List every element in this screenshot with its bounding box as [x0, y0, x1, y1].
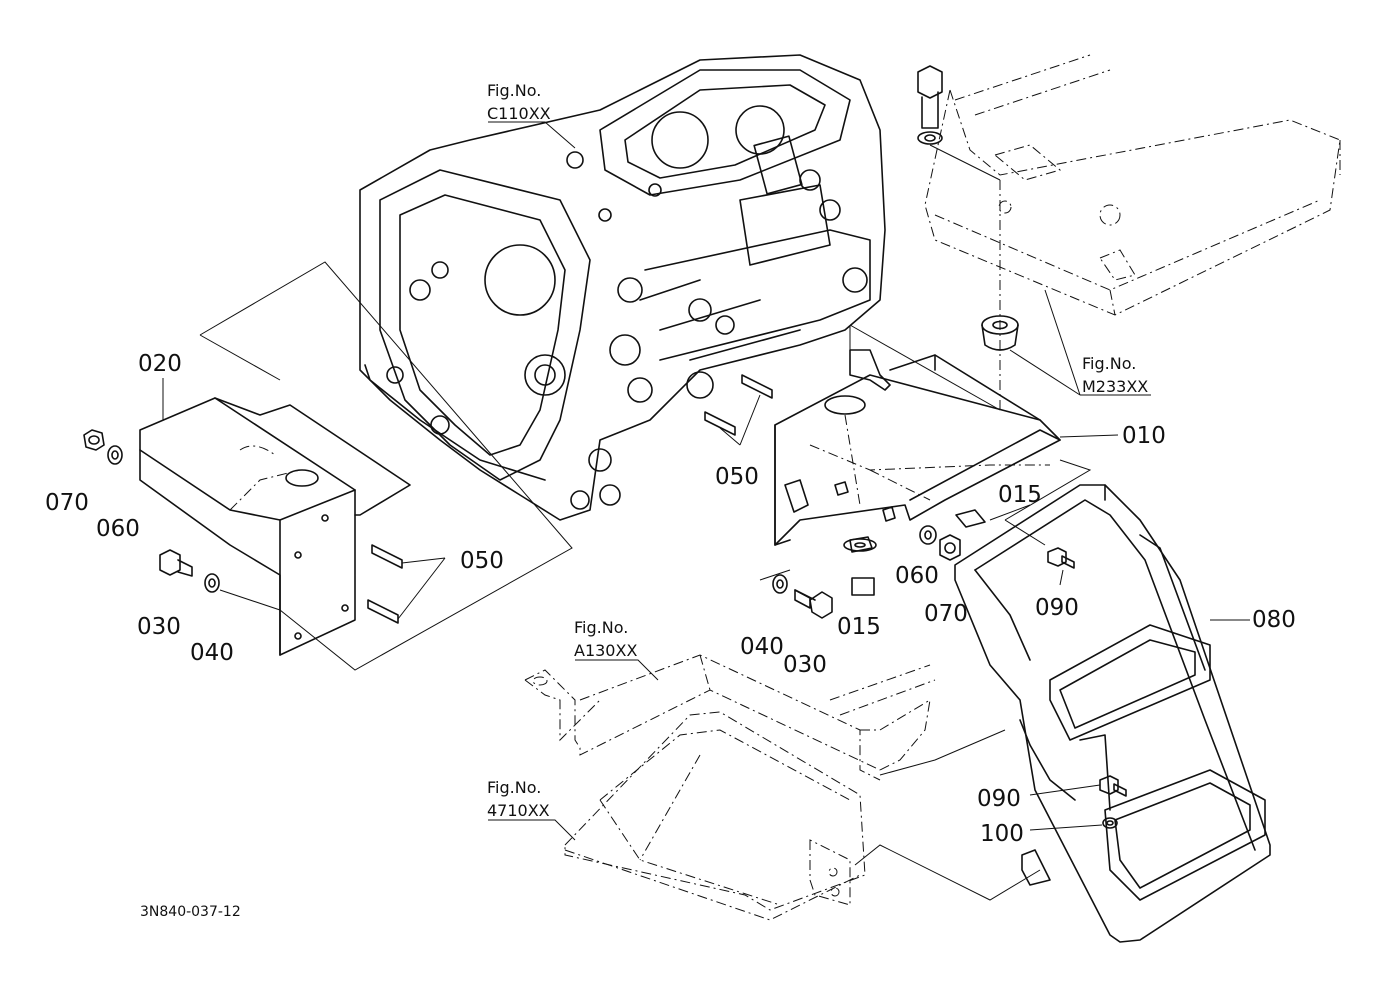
bolts-090-100 — [1004, 519, 1127, 829]
part-label-060-right: 060 — [895, 563, 939, 589]
fig-ref-4710-label: Fig.No. — [487, 778, 541, 797]
frame-a130 — [524, 654, 936, 781]
fig-ref-a130-code: A130XX — [574, 641, 637, 660]
floor-plate — [924, 54, 1341, 316]
part-label-040-right: 040 — [740, 634, 784, 660]
step-080 — [954, 484, 1271, 943]
part-label-050-left: 050 — [460, 548, 504, 574]
fig-ref-m233: Fig.No. M233XX — [1082, 354, 1148, 396]
part-label-090-bottom: 090 — [977, 786, 1021, 812]
part-label-030-right: 030 — [783, 652, 827, 678]
fig-ref-c110-label: Fig.No. — [487, 81, 541, 100]
hardware-left — [83, 429, 281, 611]
part-label-040-left: 040 — [190, 640, 234, 666]
part-label-060-left: 060 — [96, 516, 140, 542]
part-label-090-top: 090 — [1035, 595, 1079, 621]
leader-lines — [162, 121, 1250, 841]
part-label-015-top: 015 — [998, 482, 1042, 508]
transmission-case — [359, 54, 886, 521]
studs-050-right — [704, 374, 773, 446]
fig-ref-a130: Fig.No. A130XX — [574, 618, 637, 660]
fig-ref-a130-label: Fig.No. — [574, 618, 628, 637]
fig-ref-c110-code: C110XX — [487, 104, 551, 123]
part-label-015-bottom: 015 — [837, 614, 881, 640]
battery-tray-4710 — [564, 711, 866, 921]
part-label-030-left: 030 — [137, 614, 181, 640]
rubber-mount — [981, 180, 1019, 410]
part-label-050-right: 050 — [715, 464, 759, 490]
floor-bolt — [917, 65, 1001, 181]
hardware-right — [759, 509, 986, 619]
part-label-020: 020 — [138, 351, 182, 377]
cover-020 — [139, 397, 411, 656]
part-label-070-left: 070 — [45, 490, 89, 516]
part-label-010: 010 — [1122, 423, 1166, 449]
fig-ref-m233-label: Fig.No. — [1082, 354, 1136, 373]
fig-ref-4710-code: 4710XX — [487, 801, 550, 820]
part-label-080: 080 — [1252, 607, 1296, 633]
part-label-070-right: 070 — [924, 601, 968, 627]
fig-ref-m233-code: M233XX — [1082, 377, 1148, 396]
diagram-code: 3N840-037-12 — [140, 904, 241, 920]
part-label-100: 100 — [980, 821, 1024, 847]
studs-050-left — [367, 544, 446, 624]
fig-ref-c110: Fig.No. C110XX — [487, 81, 551, 123]
fig-ref-4710: Fig.No. 4710XX — [487, 778, 550, 820]
bracket-010 — [774, 349, 1061, 546]
